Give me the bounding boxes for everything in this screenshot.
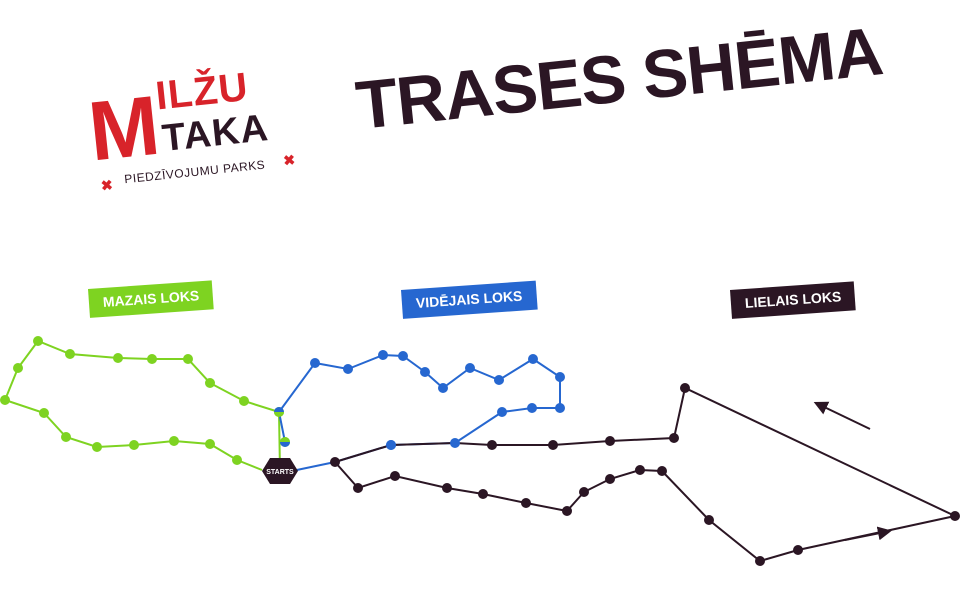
- start-point: STARTS: [262, 458, 298, 484]
- small-loop-route: [0, 336, 290, 473]
- start-label: STARTS: [266, 469, 294, 476]
- large-loop-route: [330, 383, 960, 566]
- medium-loop-route: [274, 350, 565, 472]
